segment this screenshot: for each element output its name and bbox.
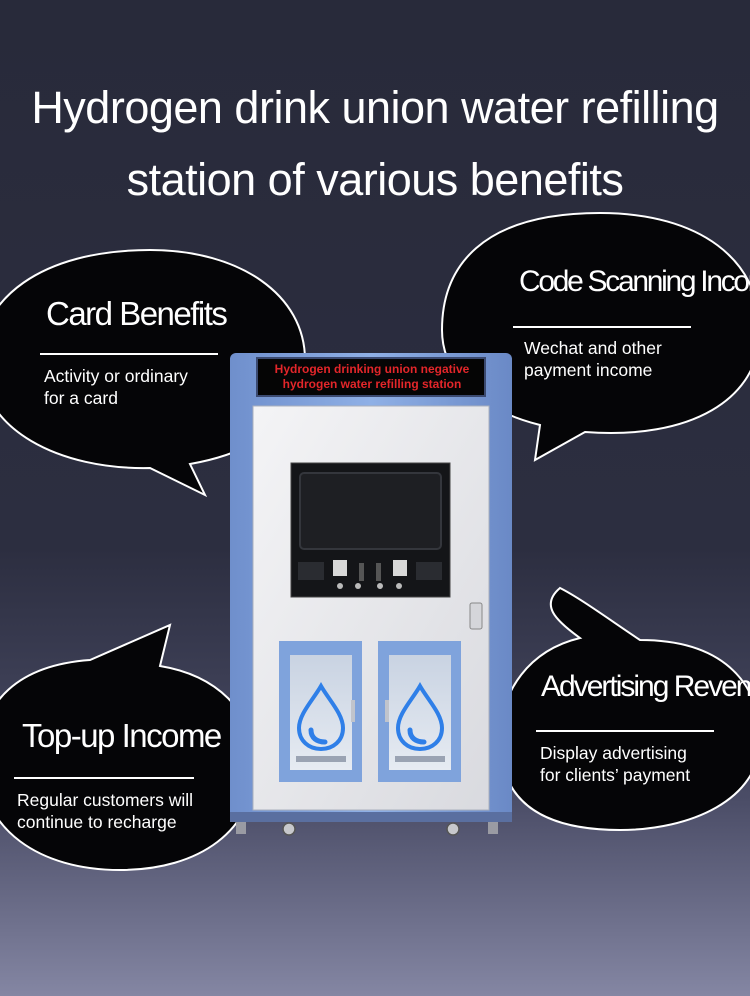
machine-sign-text: Hydrogen drinking union negative hydroge… bbox=[274, 362, 470, 391]
bubble-text-code-scanning: Wechat and other payment income bbox=[524, 338, 662, 380]
display-screen bbox=[299, 472, 442, 550]
bubble-title-code-scanning: Code Scanning Income bbox=[519, 265, 750, 298]
page-title: Hydrogen drink union water refilling sta… bbox=[31, 82, 719, 205]
bubble-code-scanning bbox=[440, 211, 750, 462]
bubble-divider bbox=[40, 353, 218, 355]
water-drop-icon bbox=[395, 681, 445, 752]
bubble-text-card-benefits: Activity or ordinary for a card bbox=[44, 366, 188, 408]
bubble-title-top-up: Top-up Income bbox=[22, 717, 222, 754]
bubble-divider bbox=[536, 730, 714, 732]
bubble-card-benefits bbox=[0, 248, 307, 498]
wheel-left bbox=[282, 822, 296, 836]
bubble-title-card-benefits: Card Benefits bbox=[46, 295, 228, 332]
bubble-text-advertising: Display advertising for clients’ payment bbox=[540, 743, 691, 785]
bubble-text-top-up: Regular customers will continue to recha… bbox=[17, 790, 194, 832]
bubble-title-advertising: Advertising Revenue bbox=[541, 670, 750, 703]
door-lock bbox=[469, 602, 483, 630]
bubble-divider bbox=[513, 326, 691, 328]
wheel-right bbox=[446, 822, 460, 836]
water-drop-icon bbox=[296, 681, 346, 752]
sign-board bbox=[256, 357, 486, 397]
bubble-divider bbox=[14, 777, 194, 779]
